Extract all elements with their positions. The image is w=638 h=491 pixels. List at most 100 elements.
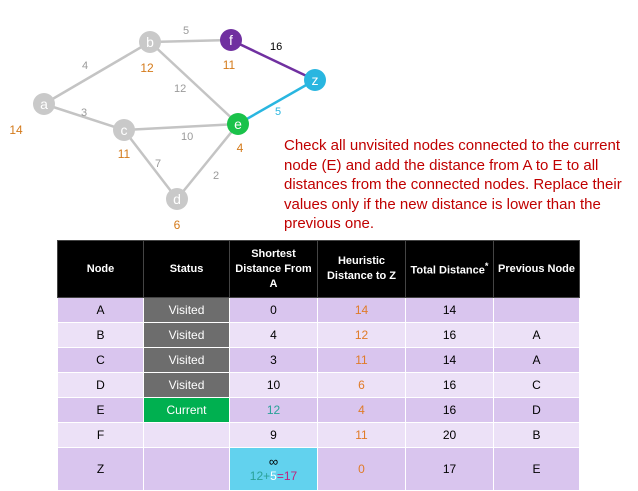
graph-edges	[43, 38, 316, 200]
header-total-mark: *	[484, 261, 489, 272]
heuristic-labels: 14 12 11 6 4 11	[9, 58, 243, 232]
sum-result: =17	[276, 469, 298, 483]
node-e	[227, 113, 249, 135]
heuristic-c: 11	[118, 147, 131, 161]
weight-e-z: 5	[275, 106, 281, 118]
cell-heuristic: 12	[317, 322, 406, 348]
node-f	[220, 29, 242, 51]
table-row: F 9 11 20 B	[57, 422, 580, 448]
cell-total: 16	[405, 372, 494, 398]
cell-previous: A	[493, 347, 580, 373]
node-labels: a b c d e f z	[40, 32, 318, 207]
weight-b-f: 5	[183, 25, 189, 37]
cell-status: Current	[143, 397, 230, 423]
header-total-label: Total Distance	[410, 264, 485, 277]
cell-heuristic: 11	[317, 347, 406, 373]
cell-shortest: 12	[229, 397, 318, 423]
cell-total: 16	[405, 322, 494, 348]
edge-c-e	[123, 122, 239, 132]
table-header-row: Node Status Shortest Distance From A Heu…	[57, 240, 580, 298]
table-row: D Visited 10 6 16 C	[57, 372, 580, 398]
cell-shortest: 0	[229, 297, 318, 323]
instruction-text: Check all unvisited nodes connected to t…	[284, 137, 622, 232]
sum-term-b: 5	[270, 469, 277, 483]
edge-a-c	[43, 102, 125, 132]
table-row: Z ∞ 12+5=17 0 17 E	[57, 447, 580, 491]
cell-total: 16	[405, 397, 494, 423]
node-label-e: e	[234, 116, 242, 132]
node-label-f: f	[229, 32, 233, 48]
edge-c-d	[123, 129, 178, 200]
edge-weights: 4 3 5 12 10 7 2 16 5	[81, 25, 282, 182]
node-a	[33, 93, 55, 115]
sum-term-a: 12	[249, 469, 264, 483]
weight-a-c: 3	[81, 107, 87, 119]
weight-a-b: 4	[82, 60, 88, 72]
edge-f-z	[230, 38, 316, 82]
weight-b-e: 12	[174, 83, 186, 95]
node-d	[166, 188, 188, 210]
graph-nodes	[33, 29, 326, 210]
cell-heuristic: 0	[317, 447, 406, 491]
distance-table: Node Status Shortest Distance From A Heu…	[57, 240, 580, 491]
header-node: Node	[57, 240, 144, 298]
weight-d-e: 2	[213, 170, 219, 182]
node-z	[304, 69, 326, 91]
cell-node: D	[57, 372, 144, 398]
heuristic-e: 4	[237, 141, 244, 155]
cell-node: F	[57, 422, 144, 448]
weight-f-z: 16	[270, 41, 282, 53]
edge-b-f	[149, 38, 232, 44]
cell-previous: A	[493, 322, 580, 348]
cell-heuristic: 11	[317, 422, 406, 448]
cell-total: 14	[405, 347, 494, 373]
heuristic-b: 12	[140, 61, 154, 75]
heuristic-d: 6	[174, 218, 181, 232]
cell-total: 20	[405, 422, 494, 448]
cell-node: Z	[57, 447, 144, 491]
header-total-distance: Total Distance*	[405, 240, 494, 298]
header-shortest-distance: Shortest Distance From A	[229, 240, 318, 298]
cell-status	[143, 422, 230, 448]
cell-status: Visited	[143, 372, 230, 398]
node-label-z: z	[312, 72, 319, 88]
node-c	[113, 119, 135, 141]
node-label-a: a	[40, 96, 48, 112]
cell-shortest: 9	[229, 422, 318, 448]
cell-shortest: 3	[229, 347, 318, 373]
cell-previous: D	[493, 397, 580, 423]
table-row: C Visited 3 11 14 A	[57, 347, 580, 373]
edge-b-e	[149, 41, 239, 125]
cell-previous	[493, 297, 580, 323]
table-row: B Visited 4 12 16 A	[57, 322, 580, 348]
graph-diagram: 4 3 5 12 10 7 2 16 5 a b c d e f z 14 12…	[9, 25, 326, 232]
heuristic-f: 11	[223, 58, 236, 72]
cell-shortest: 10	[229, 372, 318, 398]
cell-total: 14	[405, 297, 494, 323]
edge-a-b	[43, 40, 151, 106]
cell-status: Visited	[143, 347, 230, 373]
sum-operator: +	[263, 469, 271, 483]
cell-heuristic: 6	[317, 372, 406, 398]
table-row: E Current 12 4 16 D	[57, 397, 580, 423]
cell-status: Visited	[143, 297, 230, 323]
node-label-c: c	[121, 122, 128, 138]
cell-status: Visited	[143, 322, 230, 348]
cell-status	[143, 447, 230, 491]
header-previous-node: Previous Node	[493, 240, 580, 298]
cell-node: E	[57, 397, 144, 423]
table-row: A Visited 0 14 14	[57, 297, 580, 323]
cell-previous: B	[493, 422, 580, 448]
cell-total: 17	[405, 447, 494, 491]
cell-node: C	[57, 347, 144, 373]
cell-node: B	[57, 322, 144, 348]
cell-previous: C	[493, 372, 580, 398]
cell-heuristic: 4	[317, 397, 406, 423]
header-status: Status	[143, 240, 230, 298]
edge-e-z	[237, 78, 316, 126]
weight-c-d: 7	[155, 158, 161, 170]
node-label-b: b	[146, 34, 154, 50]
old-distance-infinity: ∞	[268, 454, 279, 469]
distance-table-container: Node Status Shortest Distance From A Heu…	[57, 240, 580, 491]
node-label-d: d	[173, 191, 181, 207]
